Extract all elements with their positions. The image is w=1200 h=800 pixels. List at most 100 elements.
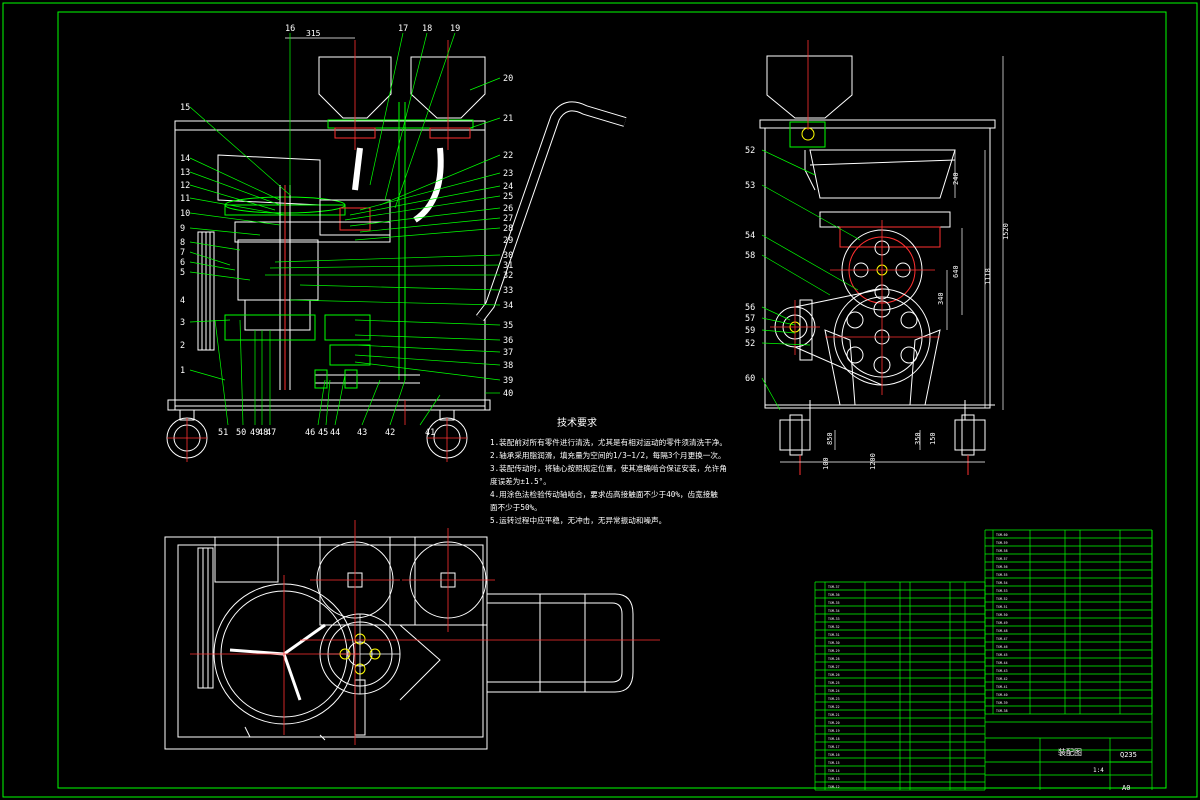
parts-list-code: TXM-35 [828,601,840,605]
part-number-label: 29 [503,236,513,246]
part-number-label: 27 [503,214,513,224]
part-number-label: 38 [503,361,513,371]
title-block-texts: 装配图 Q235 1:4 A0 [1058,747,1137,792]
parts-list-code: TXM-31 [828,633,840,637]
part-number-label: 56 [745,303,755,313]
part-number-label: 1 [180,366,185,376]
part-number-label: 18 [422,24,432,34]
parts-list-code: TXM-51 [996,605,1008,609]
parts-list-code: TXM-40 [996,693,1008,697]
parts-list-code: TXM-36 [828,593,840,597]
parts-list-code: TXM-24 [828,689,840,693]
tech-requirement-line: 3.装配传动时，将轴心按照规定位置，使其准确啮合保证安装，允许角 [490,463,727,473]
parts-list-code: TXM-41 [996,685,1008,689]
parts-list-code: TXM-55 [996,573,1008,577]
tech-requirements-title: 技术要求 [557,416,597,429]
dim-text: 315 [306,29,321,38]
part-number-label: 36 [503,336,513,346]
part-number-label: 10 [180,209,190,219]
part-number-label: 30 [503,251,513,261]
part-number-label: 23 [503,169,513,179]
part-number-label: 3 [180,318,185,328]
tech-requirement-line: 5.运转过程中应平稳，无冲击，无异常振动和噪声。 [490,515,666,525]
part-number-label: 20 [503,74,513,84]
part-number-label: 2 [180,341,185,351]
parts-list-code: TXM-16 [828,753,840,757]
part-number-label: 24 [503,182,513,192]
part-number-label: 51 [218,428,228,438]
parts-list-code: TXM-60 [996,533,1008,537]
part-number-label: 41 [425,428,435,438]
parts-list-code: TXM-37 [828,585,840,589]
part-number-label: 45 [318,428,328,438]
tech-requirement-line: 1.装配前对所有零件进行清洗，尤其是有相对运动的零件须清洗干净。 [490,437,727,447]
part-number-label: 59 [745,326,755,336]
parts-list-code: TXM-20 [828,721,840,725]
part-number-label: 60 [745,374,755,384]
parts-list-code: TXM-13 [828,777,840,781]
part-number-label: 52 [745,339,755,349]
parts-list-code: TXM-26 [828,673,840,677]
part-number-label: 25 [503,192,513,202]
parts-list-code: TXM-39 [996,701,1008,705]
front-view [166,56,627,459]
parts-list-code: TXM-29 [828,649,840,653]
dimension-text: 340 [937,292,945,305]
inner-border [57,11,1167,789]
part-number-label: 58 [745,251,755,261]
parts-list-code: TXM-33 [828,617,840,621]
tech-requirement-line: 2.轴承采用脂润滑，填充量为空间的1/3~1/2，每隔3个月更换一次。 [490,450,726,460]
dimension-text: 100 [822,457,830,470]
parts-list-code: TXM-14 [828,769,840,773]
parts-list-code: TXM-50 [996,613,1008,617]
parts-list-code: TXM-19 [828,729,840,733]
dimension-text: 1200 [869,453,877,470]
part-number-label: 4 [180,296,185,306]
part-number-label: 6 [180,258,185,268]
part-number-label: 31 [503,261,513,271]
parts-list-code: TXM-58 [996,549,1008,553]
part-number-label: 43 [357,428,367,438]
parts-list-code: TXM-59 [996,541,1008,545]
parts-list-code: TXM-45 [996,653,1008,657]
part-number-label: 28 [503,224,513,234]
part-number-label: 39 [503,376,513,386]
drawing-material: Q235 [1120,751,1137,759]
parts-list-code: TXM-28 [828,657,840,661]
parts-list-code: TXM-38 [996,709,1008,713]
part-number-label: 37 [503,348,513,358]
part-number-label: 49 [250,428,260,438]
parts-list-code: TXM-44 [996,661,1008,665]
dimension-text: 150 [929,432,937,445]
part-number-label: 42 [385,428,395,438]
tech-requirement-line: 度误差为±1.5°。 [490,476,551,486]
parts-list-code: TXM-27 [828,665,840,669]
part-number-label: 54 [745,231,755,241]
part-number-label: 34 [503,301,513,311]
part-number-label: 8 [180,238,185,248]
parts-list-code: TXM-25 [828,681,840,685]
part-number-label: 35 [503,321,513,331]
part-number-label: 53 [745,181,755,191]
dimension-text: 850 [826,432,834,445]
part-number-label: 13 [180,168,190,178]
parts-list-cells: TXM-60TXM-59TXM-58TXM-57TXM-56TXM-55TXM-… [828,533,1008,789]
part-number-label: 14 [180,154,190,164]
part-number-label: 32 [503,271,513,281]
side-dimension-lines [780,56,1004,463]
dimension-text: 240 [952,172,960,185]
part-number-label: 48 [258,428,268,438]
plan-view [164,536,634,750]
tech-requirement-line: 面不少于50%。 [490,503,542,512]
part-number-label: 5 [180,268,185,278]
part-number-label: 40 [503,389,513,399]
part-number-label: 21 [503,114,513,124]
parts-list-code: TXM-53 [996,589,1008,593]
drawing-scale: 1:4 [1093,767,1104,774]
part-number-label: 33 [503,286,513,296]
parts-list-code: TXM-42 [996,677,1008,681]
part-number-label: 17 [398,24,408,34]
